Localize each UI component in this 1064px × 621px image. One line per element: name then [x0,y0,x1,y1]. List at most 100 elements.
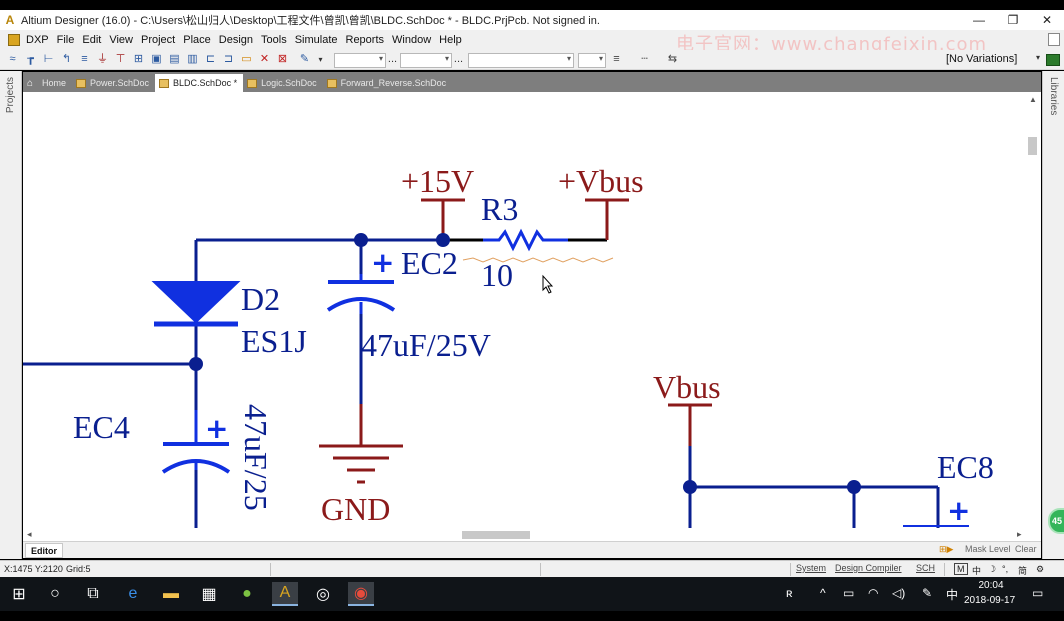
vcc-port-icon[interactable]: ⊤ [115,53,126,65]
search-icon[interactable]: ○ [50,585,60,602]
mask-level-button[interactable]: Mask Level [965,544,1011,554]
align-icon[interactable]: ≡ [613,53,620,65]
power-label-15v[interactable]: +15V [401,163,474,199]
menu-project[interactable]: Project [140,34,176,46]
design-compiler-button[interactable]: Design Compiler [835,563,902,573]
task-view-icon[interactable]: ⧉ [87,585,99,602]
tab-power-schdoc[interactable]: Power.SchDoc [72,74,155,92]
menu-reports[interactable]: Reports [345,34,385,46]
tray-chevron-icon[interactable]: ^ [820,586,826,600]
junction-dot[interactable] [436,233,450,247]
wifi-icon[interactable]: ◠ [868,586,879,600]
power-label-vbus-plus[interactable]: +Vbus [558,163,644,199]
harness-entry-icon[interactable]: ⊐ [223,53,234,65]
scroll-left-icon[interactable]: ◂ [27,529,32,539]
ime-simplified[interactable]: 简 [1018,566,1028,576]
green-app-icon[interactable]: ● [242,585,252,602]
clock-time[interactable]: 20:04 [978,580,1004,591]
r3-designator[interactable]: R3 [481,191,518,227]
part-icon[interactable]: ⊞ [133,53,144,65]
scroll-up-icon[interactable]: ▲ [1029,95,1037,104]
junction-dot[interactable] [683,480,697,494]
ec8-designator[interactable]: EC8 [937,449,994,485]
port-icon[interactable]: ▭ [241,53,252,65]
line-dropdown-icon[interactable]: ▾ [318,55,323,64]
line-style-icon[interactable]: ┄ [641,53,648,65]
no-erc-icon[interactable]: ✕ [259,53,270,65]
editor-tab[interactable]: Editor [25,543,63,558]
close-button[interactable]: ✕ [1041,13,1053,27]
line-icon[interactable]: ✎ [299,53,310,65]
floating-badge[interactable]: 45 [1048,508,1064,534]
libraries-panel-label[interactable]: Libraries [1048,77,1059,116]
menu-design[interactable]: Design [218,34,254,46]
ime-chinese[interactable]: 中 [972,566,982,576]
tab-bldc-schdoc[interactable]: BLDC.SchDoc * [155,74,244,92]
menu-view[interactable]: View [109,34,133,46]
tab-home[interactable]: ⌂ Home [23,74,72,92]
schematic-canvas[interactable]: +15V +Vbus GND Vbus R3 10 D2 ES1J EC2 47… [23,92,1041,530]
ec2-value[interactable]: 47uF/25V [361,327,491,363]
altium-taskbar-icon[interactable]: A [272,582,298,606]
menu-edit[interactable]: Edit [82,34,102,46]
mask-level-icon[interactable]: ⊞▶ [939,544,954,554]
arrow-style-icon[interactable]: ⇆ [667,53,678,65]
clear-button[interactable]: Clear [1015,544,1037,554]
system-button[interactable]: System [796,563,827,573]
libraries-panel-tab[interactable]: Libraries [1042,71,1064,559]
ec2-designator[interactable]: EC2 [401,245,458,281]
menu-place[interactable]: Place [183,34,211,46]
compile-mask-icon[interactable]: ⊠ [277,53,288,65]
tab-forward-reverse-schdoc[interactable]: Forward_Reverse.SchDoc [323,74,453,92]
variations-dropdown[interactable]: [No Variations] [946,53,1018,65]
horizontal-scroll-thumb[interactable] [462,531,530,539]
ime-punctuation[interactable]: °, [1002,564,1009,574]
restore-button[interactable]: ❐ [1007,13,1019,27]
sheet-entry-icon[interactable]: ▤ [169,53,180,65]
panel-toggle-icon[interactable] [1048,33,1060,46]
diode-d2-symbol[interactable] [151,281,241,324]
chevron-down-icon[interactable]: ▾ [1036,53,1041,62]
projects-panel-label[interactable]: Projects [5,77,16,114]
junction-dot[interactable] [847,480,861,494]
calculator-icon[interactable]: ▦ [201,586,217,603]
menu-dxp[interactable]: DXP [26,34,49,46]
vertical-scrollbar[interactable]: ▲ [1026,92,1041,530]
start-icon[interactable]: ⊞ [12,586,26,603]
gnd-port-icon[interactable]: ⏚ [97,53,108,65]
wire-icon[interactable]: ≈ [9,53,16,65]
aperture-app-icon[interactable]: ◎ [316,586,330,603]
clock-date[interactable]: 2018-09-17 [964,595,1016,606]
resistor-r3-symbol[interactable] [483,228,568,252]
cap-ec2-curve[interactable] [326,297,396,312]
signal-harness-icon[interactable]: ↰ [61,53,72,65]
sheet-symbol-icon[interactable]: ▣ [151,53,162,65]
junction-dot[interactable] [189,357,203,371]
chrome-icon[interactable]: ◉ [348,582,374,606]
width-combo[interactable] [578,53,606,68]
ime-mode[interactable]: M [954,563,968,575]
size-combo[interactable] [400,53,452,68]
net-label-icon[interactable]: ≡ [81,53,88,65]
power-label-vbus[interactable]: Vbus [653,369,721,405]
power-label-gnd[interactable]: GND [321,491,390,527]
bus-entry-icon[interactable]: ⊢ [43,53,54,65]
pen-icon[interactable]: ✎ [922,586,933,600]
ime-moon-icon[interactable]: ☽ [988,564,997,574]
edge-browser-icon[interactable]: e [128,585,138,602]
minimize-button[interactable]: — [973,13,985,27]
bus-icon[interactable]: ┲ [27,53,34,65]
menu-window[interactable]: Window [392,34,432,46]
menu-file[interactable]: File [56,34,75,46]
font-combo[interactable] [334,53,386,68]
menu-tools[interactable]: Tools [261,34,287,46]
sch-button[interactable]: SCH [916,563,936,573]
horizontal-scrollbar[interactable]: ◂ ▸ [23,529,1041,541]
cap-ec4-curve[interactable] [161,459,231,474]
menu-help[interactable]: Help [439,34,462,46]
vertical-scroll-thumb[interactable] [1028,137,1037,155]
tab-logic-schdoc[interactable]: Logic.SchDoc [243,74,323,92]
projects-panel-tab[interactable]: Projects [0,71,22,559]
device-sheet-icon[interactable]: ▥ [187,53,198,65]
scroll-right-icon[interactable]: ▸ [1017,529,1022,539]
